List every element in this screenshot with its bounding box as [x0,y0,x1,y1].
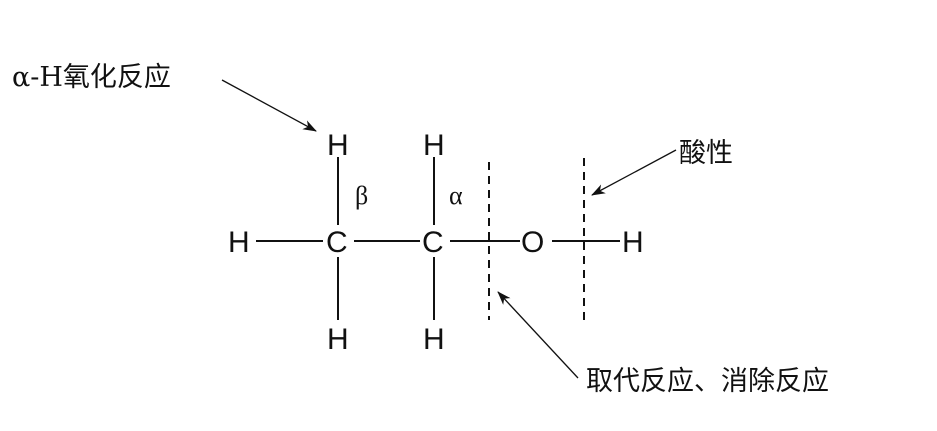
atom-h-left: H [228,226,250,259]
annotation-alpha-h-oxidation: α-H氧化反应 [12,62,171,93]
atom-h-hydroxyl: H [622,226,644,259]
arrow-substitution-elimination [497,291,579,379]
atom-oxygen: O [521,226,544,259]
annotation-acidity: 酸性 [679,138,733,169]
beta-label: β [355,181,368,210]
atom-h-alpha-bottom: H [423,323,445,356]
arrow-acidity [591,149,677,196]
arrow-alpha-h-oxidation [221,79,317,132]
atom-c-alpha: C [422,226,444,259]
bonds [256,157,620,320]
atoms: H C C O H H H H H [228,129,644,356]
alpha-label: α [449,181,463,210]
atom-h-beta-bottom: H [327,323,349,356]
atom-h-alpha-top: H [423,129,445,162]
atom-h-beta-top: H [327,129,349,162]
atom-c-beta: C [326,226,348,259]
annotation-substitution-elimination: 取代反应、消除反应 [586,366,829,397]
